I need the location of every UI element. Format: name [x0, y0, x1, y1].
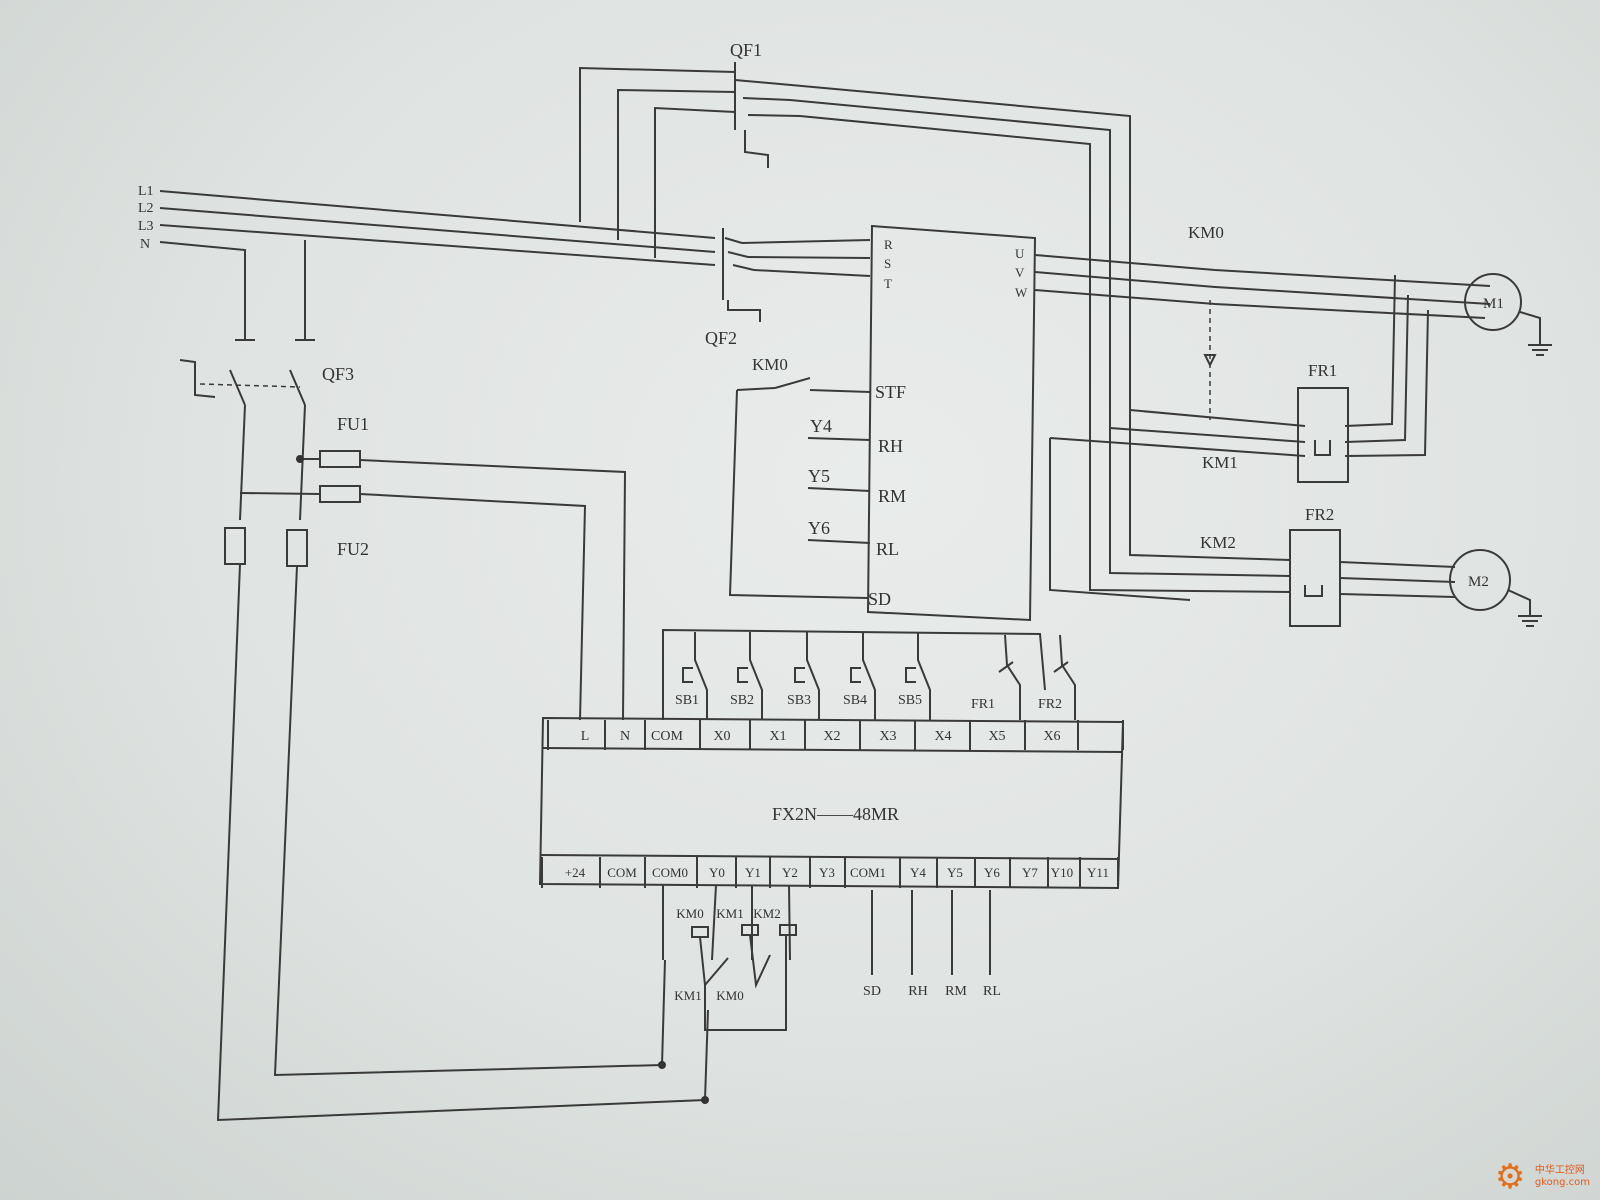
plc-to-inverter-rm: RM [945, 984, 967, 999]
plc-input-x0: X0 [713, 729, 730, 744]
plc-input-com: COM [651, 729, 683, 744]
plc-output-y3: Y3 [819, 865, 835, 880]
plc-input-x2: X2 [823, 729, 840, 744]
plc-output-y7: Y7 [1022, 865, 1038, 880]
y6-label: Y6 [808, 518, 830, 538]
pushbutton-label-sb1: SB1 [675, 693, 699, 708]
plc-output-com0: COM0 [652, 865, 688, 880]
thermal-contact-fr1 [1004, 634, 1021, 720]
qf2-label: QF2 [705, 328, 737, 348]
plc-input-x5: X5 [988, 729, 1005, 744]
plc-input-x1: X1 [769, 729, 786, 744]
y4-label: Y4 [810, 416, 832, 436]
watermark-line2: gkong.com [1534, 1177, 1590, 1188]
plc-output-y1: Y1 [745, 865, 761, 880]
plc-input-x3: X3 [879, 729, 896, 744]
m1-label: M1 [1483, 296, 1504, 312]
plc-to-inverter-sd: SD [863, 984, 881, 999]
plc-output-com: COM [607, 865, 637, 880]
km2-main-label: KM2 [1200, 533, 1236, 552]
thermal-label-fr2: FR2 [1038, 697, 1062, 712]
interlock-label-km0: KM0 [716, 988, 743, 1003]
plc-input-x4: X4 [934, 729, 951, 744]
plc-output-y0: Y0 [709, 865, 725, 880]
interlock-label-km1: KM1 [674, 988, 701, 1003]
pushbutton-sb1 [694, 632, 708, 720]
inverter-sd: SD [868, 589, 891, 609]
plc-output-terminals: +24 COM COM0 Y0 Y1 Y2 Y3 COM1 Y4 Y5 Y6 Y7 Y10 Y11 [541, 857, 1119, 888]
pushbutton-label-sb5: SB5 [898, 693, 922, 708]
plc-output-y2: Y2 [782, 865, 798, 880]
inverter-u: U [1015, 246, 1025, 261]
inverter-r: R [884, 237, 893, 252]
plc-output-com1: COM1 [850, 865, 886, 880]
pushbutton-label-sb2: SB2 [730, 693, 754, 708]
inverter-v: V [1015, 265, 1025, 280]
pushbutton-sb2 [749, 632, 763, 720]
inverter-s: S [884, 256, 891, 271]
plc-output-y4: Y4 [910, 865, 926, 880]
plc-to-inverter-rl: RL [983, 984, 1001, 999]
coil-label-km2: KM2 [753, 906, 780, 921]
plc-output-p24: +24 [565, 865, 586, 880]
plc-output-y10: Y10 [1051, 865, 1073, 880]
thermal-contact-fr2 [1059, 634, 1076, 720]
qf1-label: QF1 [730, 40, 762, 60]
plc-to-inverter-rh: RH [908, 984, 927, 999]
inverter-output-labels: SD RH RM RL [863, 984, 1001, 999]
n-label: N [140, 237, 150, 252]
l2-label: L2 [138, 201, 154, 216]
pushbutton-row: SB1 SB2 SB3 SB4 SB5 FR1 FR2 [675, 632, 1076, 720]
plc-output-y6: Y6 [984, 865, 1000, 880]
inverter-control-wiring [728, 377, 871, 599]
watermark: ⚙ 中华工控网 gkong.com [1495, 1160, 1590, 1194]
plc-output-y5: Y5 [947, 865, 963, 880]
m2-label: M2 [1468, 574, 1489, 590]
inverter-t: T [884, 276, 892, 291]
y5-label: Y5 [808, 466, 830, 486]
inverter-rh: RH [878, 436, 903, 456]
qf3-label: QF3 [322, 364, 354, 384]
pushbutton-sb3 [806, 632, 820, 720]
l3-label: L3 [138, 219, 154, 234]
coil-label-km0: KM0 [676, 906, 703, 921]
l1-label: L1 [138, 184, 154, 199]
fu2-label: FU2 [337, 539, 369, 559]
fr1-label: FR1 [1308, 361, 1337, 380]
km1-main-label: KM1 [1202, 453, 1238, 472]
thermal-label-fr1: FR1 [971, 697, 995, 712]
plc-input-terminals: L N COM X0 X1 X2 X3 X4 X5 X6 [547, 720, 1124, 750]
inverter-rm: RM [878, 486, 906, 506]
fr2-label: FR2 [1305, 505, 1334, 524]
km0-ctrl-label: KM0 [752, 355, 788, 374]
power-wiring [159, 62, 1552, 1122]
km0-main-label: KM0 [1188, 223, 1224, 242]
pushbutton-label-sb3: SB3 [787, 693, 811, 708]
plc-input-x6: X6 [1043, 729, 1060, 744]
coil-label-km1: KM1 [716, 906, 743, 921]
watermark-line1: 中华工控网 [1534, 1165, 1585, 1176]
plc-input-l: L [581, 729, 590, 744]
gear-icon: ⚙ [1494, 1157, 1526, 1197]
plc-input-n: N [620, 729, 630, 744]
plc-model: FX2N——48MR [772, 804, 899, 824]
pushbutton-sb4 [862, 632, 876, 720]
inverter-stf: STF [875, 382, 906, 402]
pushbutton-label-sb4: SB4 [843, 693, 867, 708]
inverter-rl: RL [876, 539, 899, 559]
pushbutton-sb5 [917, 632, 931, 720]
inverter-w: W [1015, 285, 1028, 300]
fu1-label: FU1 [337, 414, 369, 434]
plc-output-y11: Y11 [1087, 865, 1109, 880]
